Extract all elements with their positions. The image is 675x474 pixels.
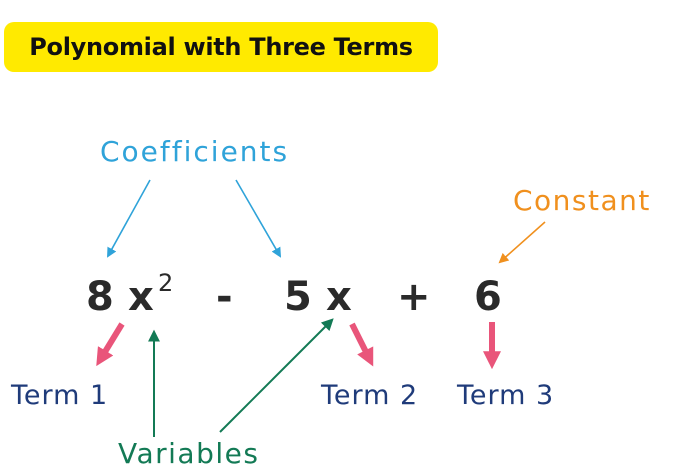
- variable-x-1: x: [128, 274, 154, 320]
- coefficient-8: 8: [86, 274, 114, 320]
- variable-arrow-2: [219, 318, 334, 433]
- operator-plus: +: [397, 274, 431, 320]
- title-badge: Polynomial with Three Terms: [4, 22, 438, 72]
- constant-label: Constant: [513, 184, 651, 217]
- constant-6: 6: [474, 274, 502, 320]
- variable-x-2: x: [326, 274, 352, 320]
- term-1-label: Term 1: [11, 380, 109, 411]
- term-3-label: Term 3: [457, 380, 555, 411]
- constant-arrow: [498, 221, 546, 264]
- operator-minus: -: [216, 274, 233, 320]
- coefficients-label: Coefficients: [100, 135, 290, 168]
- term-2-label: Term 2: [321, 380, 419, 411]
- coef-arrow-1: [107, 179, 151, 258]
- exponent-2: 2: [158, 269, 174, 297]
- coef-arrow-2: [235, 179, 282, 258]
- variables-label: Variables: [118, 437, 260, 470]
- term1-arrow: [96, 322, 125, 367]
- coefficient-5: 5: [284, 274, 312, 320]
- term2-arrow: [349, 322, 374, 367]
- diagram-title: Polynomial with Three Terms: [29, 33, 413, 61]
